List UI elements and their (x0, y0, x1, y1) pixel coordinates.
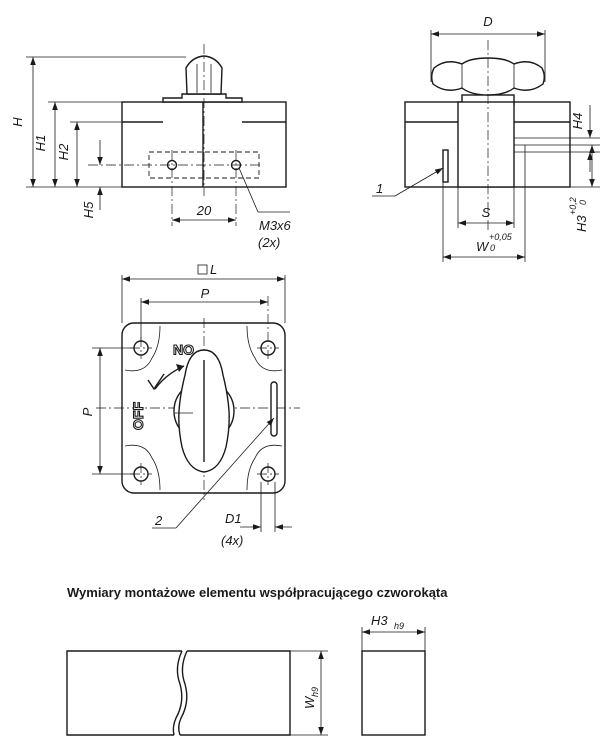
square-section (361, 650, 426, 736)
dim-h5-label: H5 (81, 201, 96, 218)
dim-p-horizontal-label: P (201, 286, 210, 301)
side-view: D S W +0,05 0 H4 H3 +0,2 0 1 (372, 14, 600, 262)
side-square-insert (457, 101, 515, 188)
knob-base (162, 93, 243, 103)
dim-h1-label: H1 (33, 135, 48, 152)
dim-l-label: L (210, 262, 217, 277)
mount-h3-label: H3 (371, 613, 388, 628)
dim-h4-label: H4 (570, 113, 585, 130)
marking-off: OFF (130, 402, 146, 430)
dim-w-tol-lower: 0 (490, 243, 495, 253)
dim-h-label: H (10, 117, 25, 127)
dim-w-label: W (476, 239, 490, 254)
front-view: H H1 H2 H5 20 M3x6 (2x) (10, 44, 292, 250)
dim-spacing-label: 20 (196, 203, 212, 218)
dim-d1-count-label: (4x) (221, 533, 243, 548)
dim-h3-tol-lower: 0 (578, 200, 588, 205)
dim-d1-label: D1 (225, 511, 242, 526)
dim-p-vertical-label: P (80, 407, 95, 416)
thread-label: M3x6 (259, 218, 292, 233)
mounting-section: Wymiary montażowe elementu współpracując… (66, 585, 448, 736)
marking-on: ON (173, 342, 194, 358)
mounting-title: Wymiary montażowe elementu współpracując… (67, 585, 448, 600)
indicator-slot (270, 381, 278, 437)
mount-w-label: W (302, 695, 317, 709)
thread-count-label: (2x) (258, 235, 280, 250)
side-component-1 (442, 149, 449, 183)
dim-h3-label: H3 (574, 215, 589, 232)
dim-h3-tol-upper: +0,2 (568, 197, 578, 215)
dim-d-label: D (483, 14, 492, 29)
square-symbol (197, 264, 208, 275)
dim-h2-label: H2 (56, 143, 71, 160)
callout-1-label: 1 (376, 181, 383, 196)
callout-2-label: 2 (154, 513, 163, 528)
dim-w-tol-upper: +0,05 (489, 232, 513, 242)
top-view: ON OFF L P P D1 (4x) 2 (80, 262, 300, 548)
dim-s-label: S (482, 205, 491, 220)
mount-h3-sub: h9 (394, 621, 404, 631)
mount-w-sub: h9 (310, 687, 320, 697)
